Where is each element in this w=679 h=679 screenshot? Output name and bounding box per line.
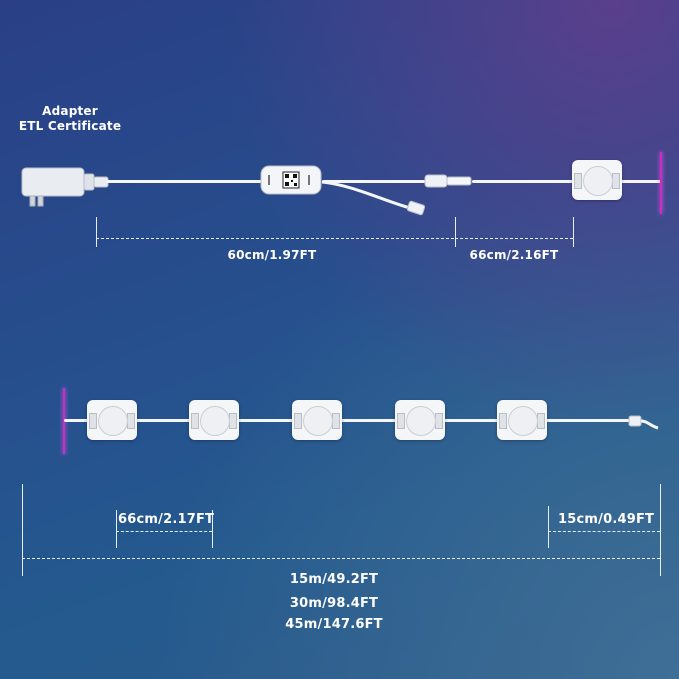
dim-line-total [22, 558, 660, 559]
light-module [497, 400, 547, 440]
end-connector-icon [628, 408, 664, 434]
light-module [395, 400, 445, 440]
connector-icon [424, 173, 474, 189]
dim-tick [548, 506, 549, 548]
lead-wire [472, 180, 662, 183]
dim-tick [455, 217, 456, 247]
adapter-subtitle: ETL Certificate [18, 119, 122, 133]
light-module [87, 400, 137, 440]
total-length-45m: 45m/147.6FT [285, 617, 383, 632]
dim-tick [116, 510, 117, 548]
adapter-icon [20, 166, 109, 207]
light-module [189, 400, 239, 440]
strip-wire [64, 419, 634, 422]
dim-label-66cm-top: 66cm/2.16FT [469, 248, 559, 262]
dim-tick [96, 217, 97, 247]
dim-tick [660, 484, 661, 576]
main-wire [322, 180, 426, 183]
total-length-30m: 30m/98.4FT [289, 596, 379, 611]
dim-label-15cm: 15cm/0.49FT [558, 512, 655, 527]
cut-mark-top [660, 152, 662, 214]
dim-line-15cm [548, 531, 660, 532]
light-module [292, 400, 342, 440]
dim-tick [212, 510, 213, 548]
dim-tick [22, 484, 23, 576]
controller-icon [260, 165, 322, 195]
dim-tick [573, 217, 574, 247]
dim-label-60cm: 60cm/1.97FT [227, 248, 317, 262]
first-light-module [572, 160, 622, 200]
total-length-15m: 15m/49.2FT [289, 572, 379, 587]
power-wire [106, 180, 262, 183]
dim-line-66cm-bottom [116, 531, 212, 532]
dim-line-60cm [96, 238, 454, 239]
branch-wire [321, 180, 432, 220]
dim-label-66cm-bottom: 66cm/2.17FT [118, 512, 215, 527]
dim-line-66cm-top [455, 238, 573, 239]
adapter-title: Adapter [42, 104, 98, 118]
